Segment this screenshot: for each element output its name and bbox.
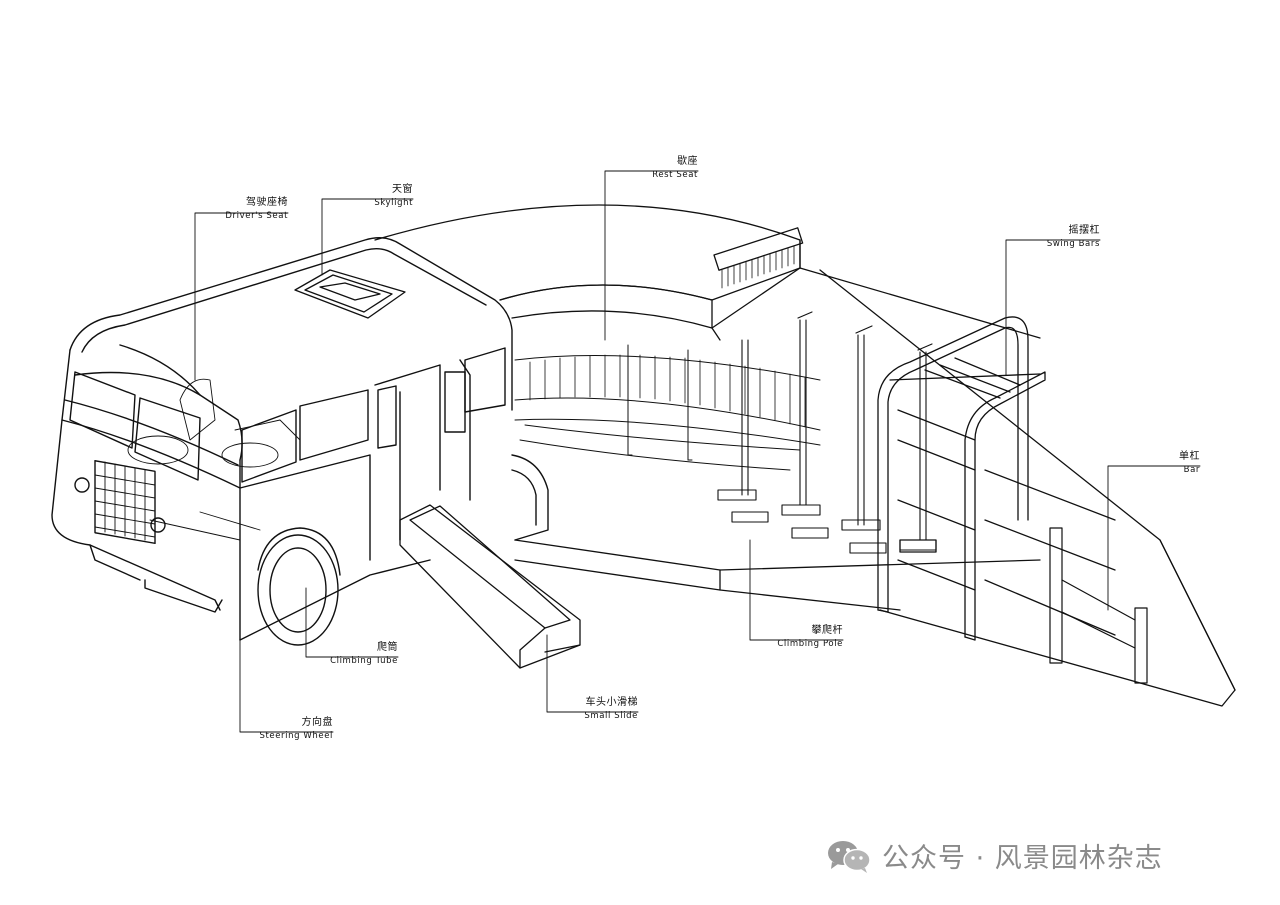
rest-seat — [514, 344, 821, 471]
label-steering-wheel-en: Steering Wheel — [259, 731, 333, 741]
label-climbing-tube: 爬筒 Climbing Tube — [306, 643, 398, 666]
label-skylight-zh: 天窗 — [392, 184, 413, 195]
wechat-icon — [828, 840, 871, 873]
label-steering-wheel: 方向盘 Steering Wheel — [240, 718, 333, 741]
curved-platform — [374, 204, 1236, 707]
bus-body — [51, 237, 549, 646]
label-small-slide-en: Small Slide — [584, 711, 638, 721]
label-small-slide-zh: 车头小滑梯 — [585, 697, 638, 708]
label-climbing-pole: 攀爬杆 Climbing Pole — [750, 626, 843, 649]
label-skylight-en: Skylight — [374, 198, 413, 208]
skylight — [294, 269, 406, 319]
leader-lines — [194, 170, 1201, 733]
label-bar-en: Bar — [1183, 465, 1200, 475]
label-climbing-tube-zh: 爬筒 — [377, 642, 398, 653]
label-drivers-seat-en: Driver's Seat — [225, 211, 288, 221]
climbing-poles — [717, 311, 937, 554]
label-skylight: 天窗 Skylight — [322, 185, 413, 208]
single-bar — [1049, 527, 1148, 684]
label-steering-wheel-zh: 方向盘 — [301, 717, 333, 728]
label-drivers-seat-zh: 驾驶座椅 — [246, 197, 288, 208]
label-bar-zh: 单杠 — [1179, 451, 1200, 462]
swing-bars — [877, 316, 1116, 641]
watermark: 公众号 · 风景园林杂志 — [826, 836, 1163, 875]
label-climbing-pole-zh: 攀爬杆 — [811, 625, 843, 636]
label-small-slide: 车头小滑梯 Small Slide — [547, 698, 638, 721]
label-swing-bars-en: Swing Bars — [1046, 239, 1100, 249]
label-climbing-tube-en: Climbing Tube — [330, 656, 398, 666]
label-rest-seat: 歇座 Rest Seat — [605, 157, 698, 180]
label-rest-seat-en: Rest Seat — [652, 170, 698, 180]
watermark-text: 公众号 · 风景园林杂志 — [882, 843, 1163, 874]
bus-interior — [127, 378, 301, 541]
label-rest-seat-zh: 歇座 — [677, 156, 698, 167]
label-swing-bars-zh: 摇摆杠 — [1068, 225, 1100, 236]
small-slide — [399, 504, 581, 669]
label-climbing-pole-en: Climbing Pole — [777, 639, 843, 649]
label-bar: 单杠 Bar — [1108, 452, 1200, 475]
label-drivers-seat: 驾驶座椅 Driver's Seat — [195, 198, 288, 221]
label-swing-bars: 摇摆杠 Swing Bars — [1006, 226, 1100, 249]
